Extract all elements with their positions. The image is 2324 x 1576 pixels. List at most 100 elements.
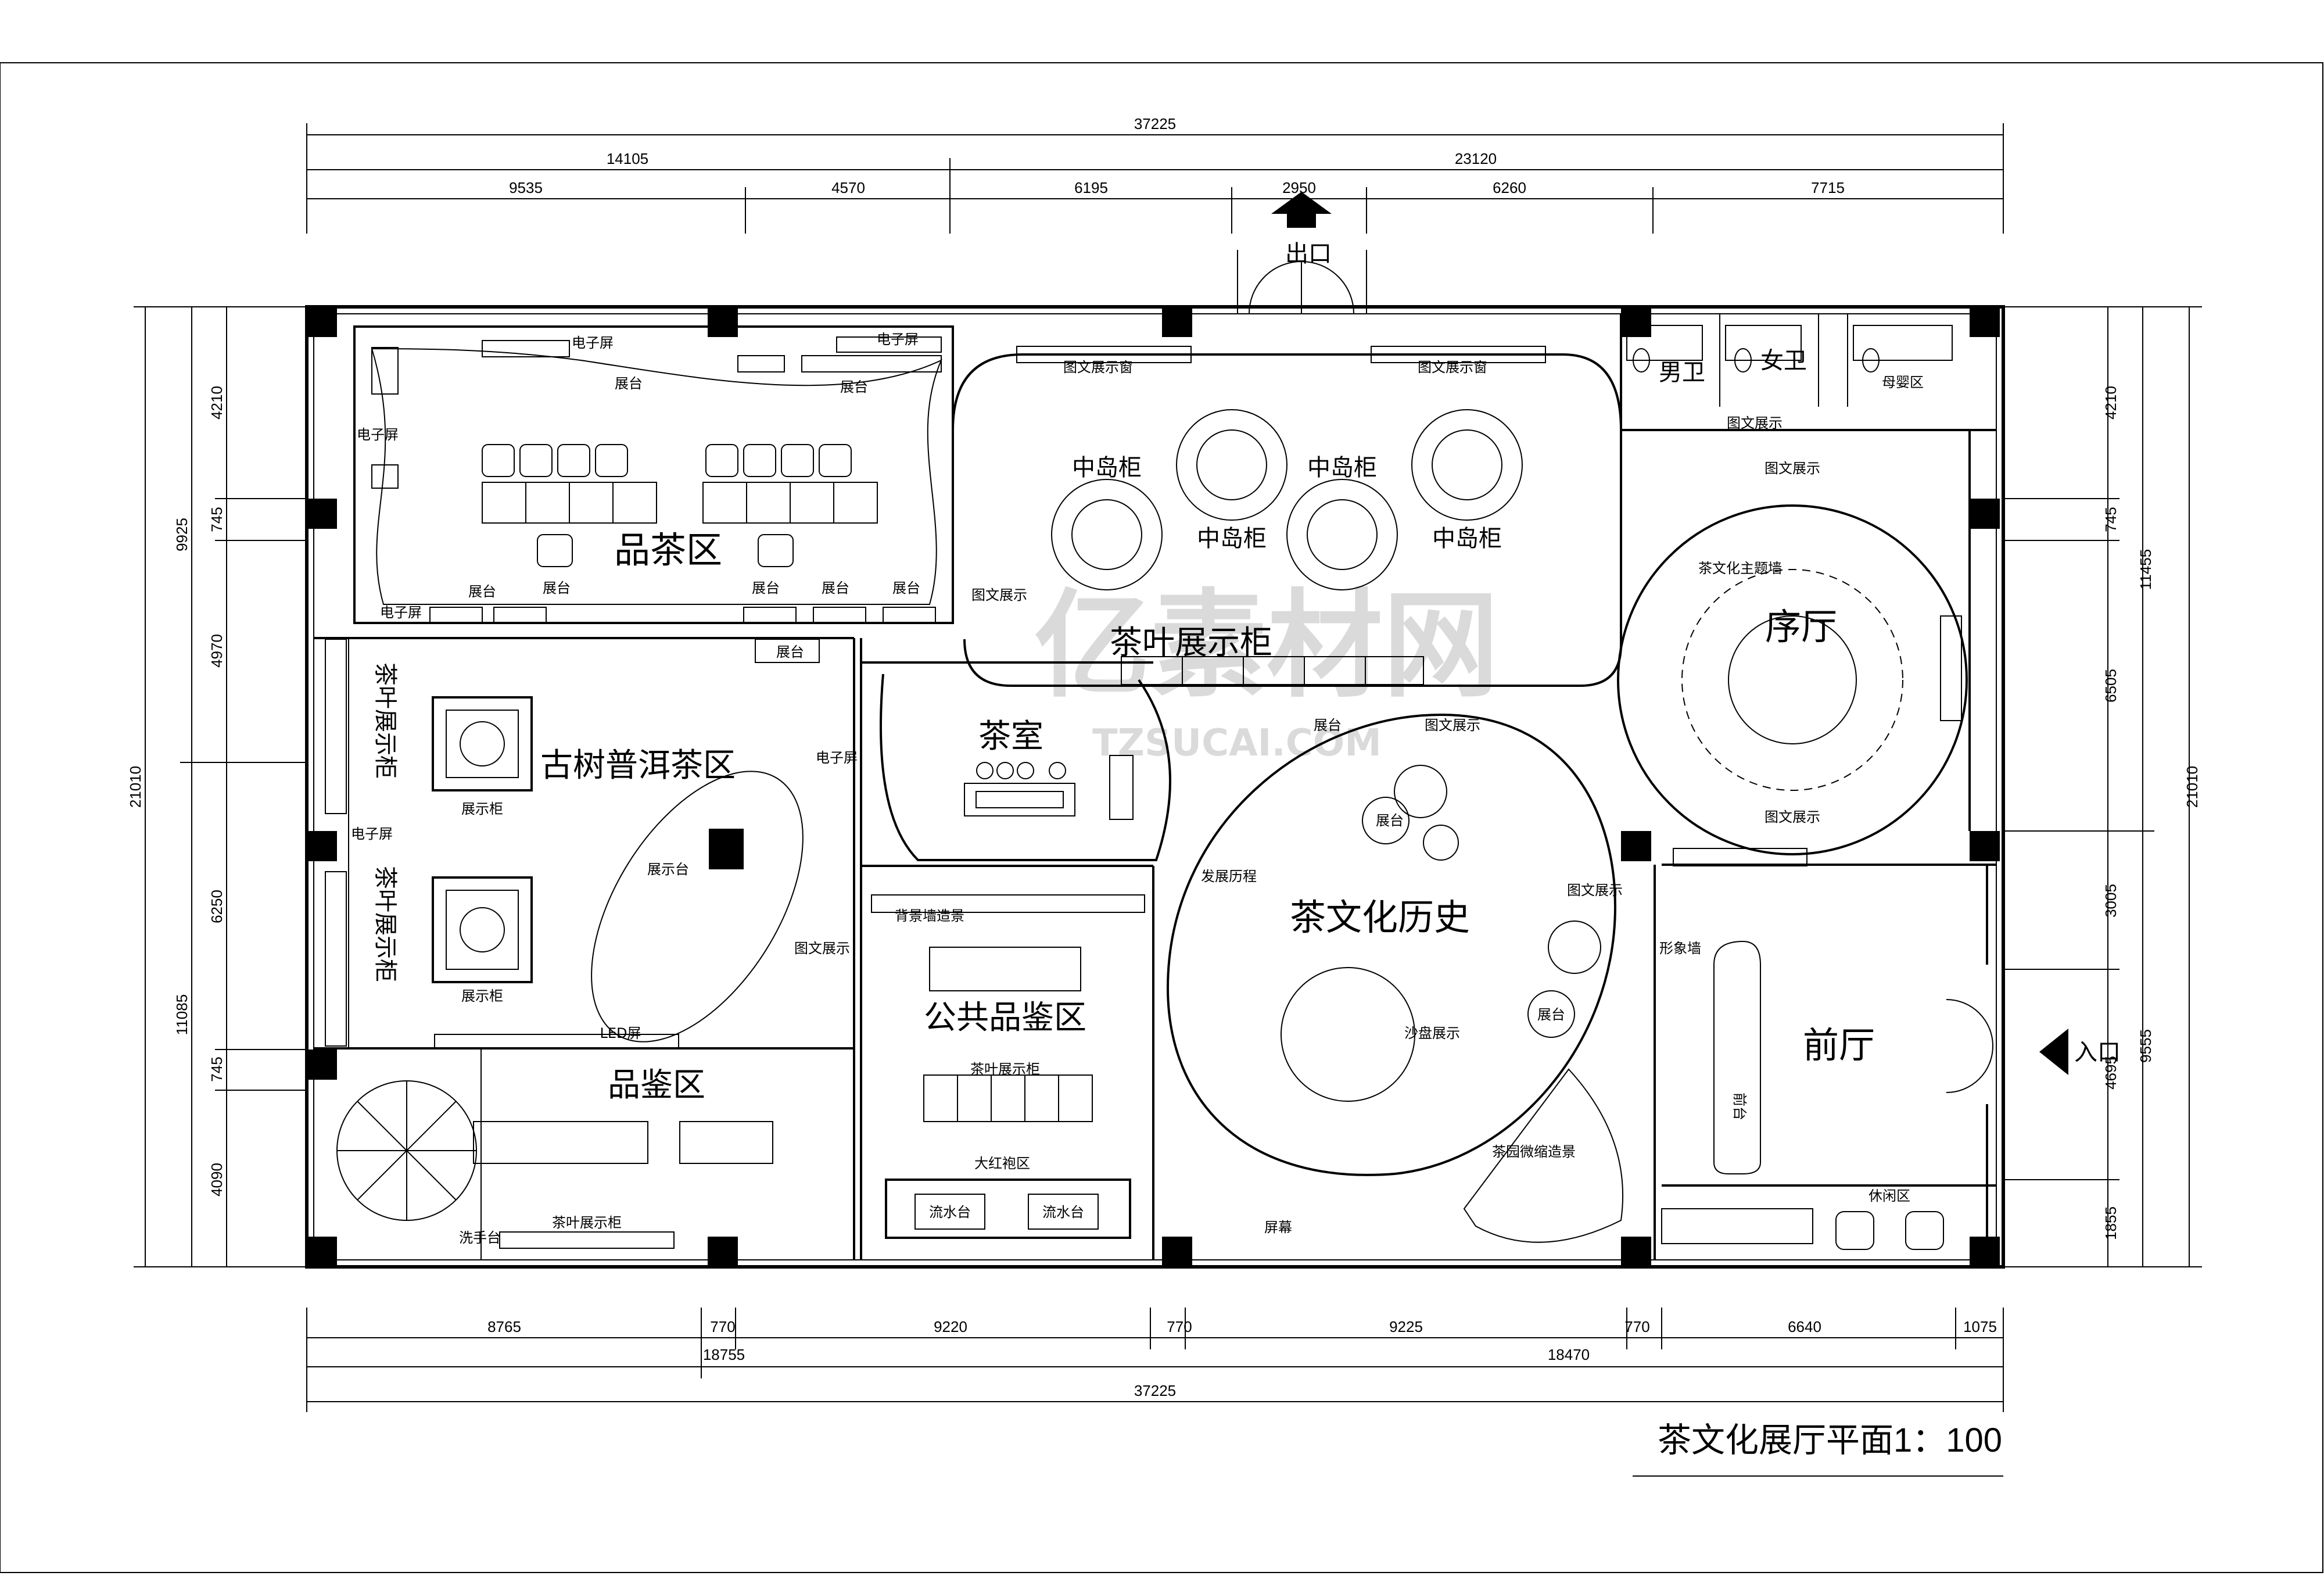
dim-top-1: 9535 xyxy=(509,179,543,196)
display-cab-2: 展示柜 xyxy=(461,988,503,1004)
dim-top-a: 14105 xyxy=(607,150,648,167)
dim-right-total: 21010 xyxy=(2183,766,2201,808)
e-screen-6: 电子屏 xyxy=(816,750,858,766)
column-5 xyxy=(1970,307,2000,337)
column-15 xyxy=(1621,1237,1651,1267)
building-outline xyxy=(305,305,2005,1269)
dim-left-1: 4210 xyxy=(208,386,225,420)
dim-top-total: 37225 xyxy=(1134,115,1176,132)
tea-display-label: 茶叶展示柜 xyxy=(1110,624,1272,662)
dim-left-2: 745 xyxy=(208,507,225,532)
tea-cab-bottom: 茶叶展示柜 xyxy=(552,1215,622,1231)
entrance-door: 入口 xyxy=(1946,988,2121,1104)
dim-bot-5: 9225 xyxy=(1389,1318,1423,1335)
stage-9: 展台 xyxy=(1314,717,1342,733)
stage-4: 展台 xyxy=(543,580,571,596)
dim-left-b: 11085 xyxy=(173,994,191,1035)
dim-bot-total: 37225 xyxy=(1134,1382,1176,1399)
dim-bot-4: 770 xyxy=(1167,1318,1192,1335)
rest-area-label: 休闲区 xyxy=(1868,1188,1910,1204)
column-13 xyxy=(708,1237,738,1267)
tea-cab-left-2: 茶叶展示柜 xyxy=(372,866,399,982)
graphic-display-2: 图文展示 xyxy=(794,940,850,957)
island-label-2: 中岛柜 xyxy=(1307,454,1377,481)
e-screen-4: 电子屏 xyxy=(380,604,422,621)
island-label-3: 中岛柜 xyxy=(1197,525,1267,552)
room-front-hall: 前厅 xyxy=(1803,1024,1875,1066)
lobby xyxy=(1617,504,1968,855)
puer-furniture xyxy=(325,639,804,1049)
tea-room xyxy=(880,674,1171,861)
island-cabinets xyxy=(1016,346,1546,685)
dim-top-2: 4570 xyxy=(831,179,865,196)
sheet-border xyxy=(0,62,2323,1573)
room-tasting: 品茶区 xyxy=(614,529,722,571)
dim-right-2: 745 xyxy=(2102,507,2119,532)
tea-cab-left-1: 茶叶展示柜 xyxy=(372,662,399,779)
column-16 xyxy=(1970,1237,2000,1267)
dim-left-4: 6250 xyxy=(208,890,225,923)
dimensions-bottom: 8765 770 9220 770 9225 770 6640 1075 187… xyxy=(306,1308,2004,1412)
dim-bot-a: 18755 xyxy=(703,1346,745,1363)
graphic-window-2: 图文展示窗 xyxy=(1418,359,1487,375)
graphic-display-3: 图文展示 xyxy=(1425,717,1480,733)
graphic-display-1: 图文展示 xyxy=(971,587,1027,603)
drawing-title-block: 茶文化展厅平面1：100 xyxy=(1633,1421,2003,1477)
column-14 xyxy=(1162,1237,1192,1267)
graphic-display-4: 图文展示 xyxy=(1567,882,1623,898)
column-11 xyxy=(307,1050,337,1080)
dim-right-4: 3005 xyxy=(2102,884,2119,918)
dim-bot-b: 18470 xyxy=(1548,1346,1590,1363)
exit-door: 出口 xyxy=(1237,192,1367,314)
room-public: 公共品鉴区 xyxy=(924,999,1086,1037)
history-hall xyxy=(1166,713,1624,1243)
e-screen-1: 电子屏 xyxy=(572,335,614,351)
stage-3: 展台 xyxy=(468,583,496,600)
tea-cab-public: 茶叶展示柜 xyxy=(970,1061,1040,1077)
dim-left-6: 4090 xyxy=(208,1163,225,1197)
display-cab-1: 展示柜 xyxy=(461,801,503,817)
dim-top-6: 7715 xyxy=(1811,179,1845,196)
dim-right-b: 9555 xyxy=(2137,1029,2154,1063)
image-wall-label: 形象墙 xyxy=(1659,940,1701,957)
appraisal-furniture xyxy=(336,1080,773,1249)
exit-label: 出口 xyxy=(1285,241,1332,267)
tasting-furniture xyxy=(371,336,942,663)
stage-10: 展台 xyxy=(1376,812,1404,829)
column-12 xyxy=(307,1237,337,1267)
dim-top-b: 23120 xyxy=(1455,150,1497,167)
stage-8: 展台 xyxy=(776,644,804,660)
interior-walls xyxy=(314,314,1996,1260)
column-1 xyxy=(307,307,337,337)
column-10 xyxy=(1970,831,2000,861)
island-label-1: 中岛柜 xyxy=(1072,454,1142,481)
culture-wall-label: 茶文化主题墙 xyxy=(1698,560,1782,576)
stage-6: 展台 xyxy=(822,580,849,596)
dim-right-5: 4695 xyxy=(2102,1056,2119,1090)
wash-label: 洗手台 xyxy=(459,1230,501,1246)
dim-bot-3: 9220 xyxy=(934,1318,967,1335)
column-2 xyxy=(708,307,738,337)
dim-top-3: 6195 xyxy=(1074,179,1108,196)
stage-7: 展台 xyxy=(892,580,920,596)
room-tea: 茶室 xyxy=(978,718,1043,755)
graphic-window-1: 图文展示窗 xyxy=(1063,359,1133,375)
dimensions-top: 37225 14105 23120 9535 4570 6195 2950 62… xyxy=(306,115,2004,234)
room-appraisal: 品鉴区 xyxy=(608,1066,705,1104)
stage-5: 展台 xyxy=(752,580,780,596)
reception-label: 前台 xyxy=(1731,1093,1748,1120)
dim-bot-7: 6640 xyxy=(1788,1318,1821,1335)
column-7 xyxy=(1970,499,2000,529)
dim-top-5: 6260 xyxy=(1493,179,1526,196)
dim-left-3: 4970 xyxy=(208,634,225,668)
water-table-2: 流水台 xyxy=(1042,1204,1084,1220)
column-3 xyxy=(1162,307,1192,337)
dev-history-label: 发展历程 xyxy=(1201,868,1257,884)
front-hall xyxy=(1661,848,1944,1250)
column-4 xyxy=(1621,307,1651,337)
structural-columns xyxy=(307,307,2000,1267)
dim-bot-1: 8765 xyxy=(487,1318,521,1335)
watermark-subtext: TZSUCAI.COM xyxy=(1092,722,1382,765)
room-mother-baby: 母婴区 xyxy=(1882,374,1924,391)
